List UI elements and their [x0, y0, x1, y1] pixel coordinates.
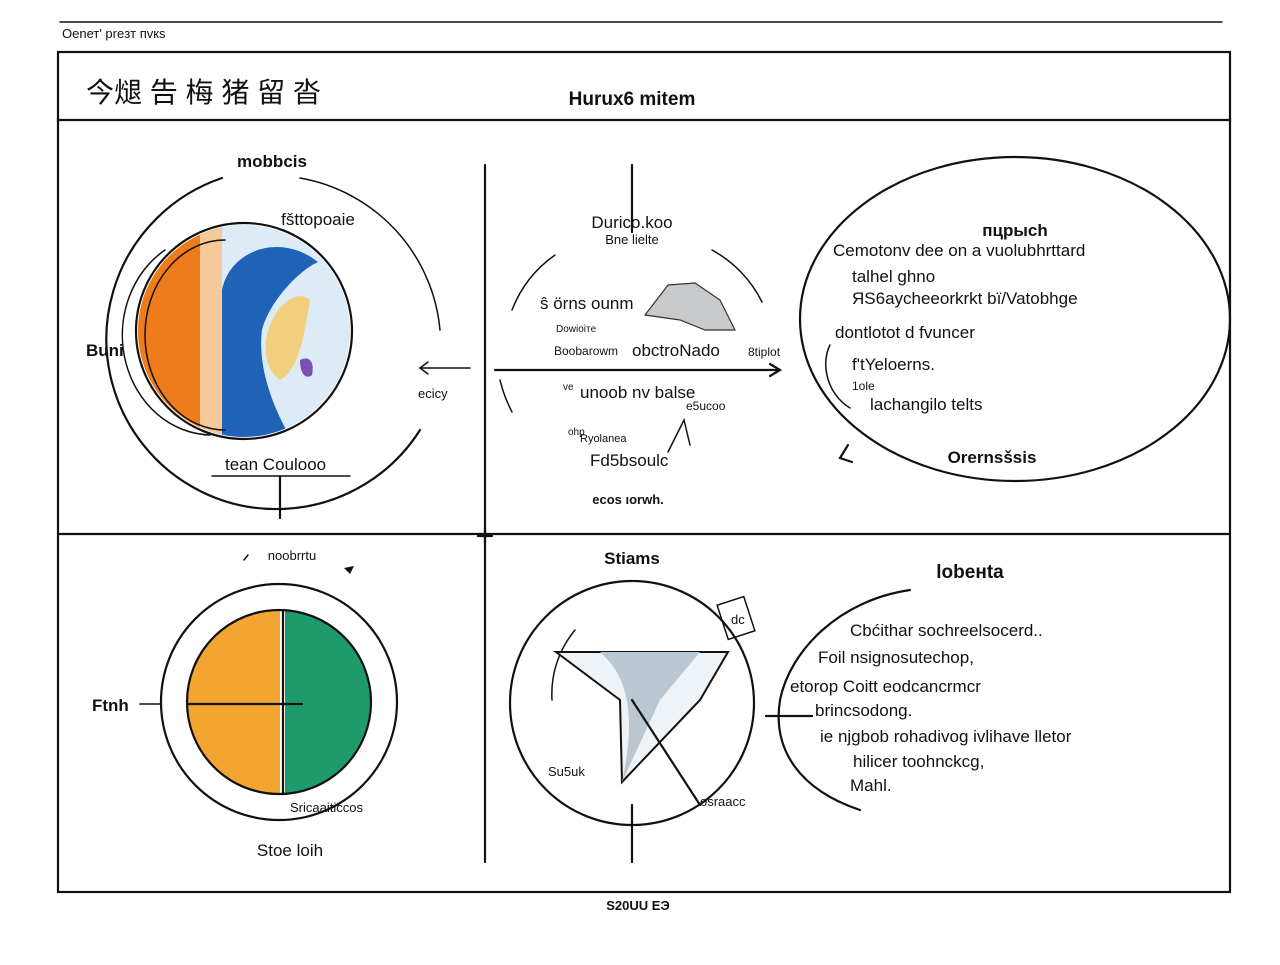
q1-outer-arc-right	[299, 177, 441, 331]
quadrant-1: mobbcis fšttopoaie Buni ecicy tean Coulo…	[86, 152, 471, 520]
q6-left-arc	[777, 588, 912, 812]
q1-purple-spot	[300, 358, 313, 377]
q4-label-left: Ftnh	[92, 696, 129, 715]
q5-label-tag: dc	[731, 612, 745, 627]
q1-label-left: Buni	[86, 341, 124, 360]
q2-axis-arrowhead	[768, 362, 783, 378]
q3-line-5: f'tYeloerns.	[852, 355, 935, 374]
q2-mountain-sketch	[643, 282, 736, 331]
q3-line-3: ЯS6aycheeorkrkt bï/Vatobhge	[852, 289, 1078, 308]
q1-blue-fill	[222, 247, 318, 437]
q6-line-7: Mahl.	[850, 776, 892, 795]
q2-label-1: ŝ örns ounm	[540, 294, 634, 313]
q6-heading: lobeнta	[936, 562, 1004, 583]
q2-label-6: ve	[563, 382, 574, 393]
q4-label-bottom: Sricaaiticcos	[290, 800, 363, 815]
q5-pointer-line	[630, 698, 702, 807]
top-caption: Оenет' рreзт пvкs	[62, 26, 166, 41]
q2-label-axis: obctroNado	[632, 341, 720, 360]
q5-label-left: Su5uk	[548, 764, 585, 779]
q1-inner-circle	[134, 221, 354, 441]
q2-arc-left-bottom	[499, 379, 513, 413]
quadrant-4: noobrrtu Ftnh Sricaaiticcos Stoe loih	[92, 548, 399, 860]
center-cross-marker	[476, 527, 494, 545]
q2-label-3: unoob nv balse	[580, 383, 695, 402]
q2-peak-sketch	[667, 417, 691, 453]
q6-line-1: Cbćithar sochreelsocerd..	[850, 621, 1043, 640]
q1-arrow-right	[418, 361, 471, 375]
q2-arc-right-top	[711, 249, 763, 303]
q2-label-2b: Boobarowm	[554, 344, 618, 358]
q3-footer: Orernsšsis	[948, 448, 1037, 467]
quadrant-3: пцрысh Cemotonv dee on a vuolubhrttard t…	[798, 155, 1232, 483]
q3-line-4: dontlotot d fvuncer	[835, 323, 975, 342]
q2-label-3b: e5ucoo	[686, 399, 726, 413]
q1-label-bottom: tean Coulooo	[225, 455, 326, 474]
q3-arrow-hook	[838, 443, 854, 464]
q2-label-4a: ohp	[568, 427, 585, 438]
q4-heading-tick	[243, 554, 249, 561]
q6-line-4: brincsodong.	[815, 701, 912, 720]
q1-label-top: fšttopoaie	[281, 210, 355, 229]
q3-line-6: 1ole	[852, 379, 875, 393]
q3-heading: пцрысh	[982, 221, 1047, 240]
q6-line-2: Foil nsignosutechop,	[818, 648, 974, 667]
q2-heading: Durico.koo	[591, 213, 672, 232]
q2-label-5: ecos ıorwh.	[592, 492, 664, 507]
q3-line-7: lachangilo telts	[870, 395, 982, 414]
title-center: Hurux6 mitem	[569, 89, 696, 110]
q5-label-right: osraacc	[700, 794, 746, 809]
q2-label-4c: Fd5bsoulc	[590, 451, 669, 470]
q5-funnel-shade	[600, 652, 700, 782]
q3-bracket	[825, 344, 851, 409]
q1-heading: mobbcis	[237, 152, 307, 171]
q1-sand-fill	[265, 296, 310, 380]
quadrant-5: Stiams dc Su5uk osraacc	[508, 549, 756, 864]
q6-line-5: ie njgbob rohadivog ivlihave lletor	[820, 727, 1072, 746]
q1-label-right: ecicy	[418, 386, 448, 401]
q3-outer-ellipse	[798, 155, 1232, 483]
q4-orange-fill	[187, 610, 280, 794]
q5-tag-box	[716, 595, 756, 641]
q2-arc-left-top	[511, 254, 556, 311]
q4-inner-circle	[185, 608, 373, 796]
q1-contour-1	[121, 249, 211, 436]
q2-label-2a: Dowioiтe	[556, 324, 597, 335]
quadrant-6: lobeнta Cbćithar sochreelsocerd.. Foil n…	[764, 562, 1072, 812]
doc-footer: S20UU ЕЭ	[606, 898, 669, 913]
q5-inner-arc	[551, 629, 576, 701]
q2-label-axis-right: 8tiplot	[748, 345, 781, 359]
q3-line-2: talhel ghno	[852, 267, 935, 286]
q5-heading: Stiams	[604, 549, 660, 568]
q6-line-3: etorop Coitt eodcancrmcr	[790, 677, 981, 696]
q3-line-1: Cemotonv dee on a vuolubhrttard	[833, 241, 1085, 260]
outer-frame	[56, 50, 1232, 894]
q6-line-6: hilicer toohnckcg,	[853, 752, 984, 771]
q1-peach-fill	[200, 225, 222, 437]
title-cjk: 今煺 告 梅 猪 留 沓	[86, 77, 321, 108]
q1-contour-2	[144, 239, 226, 431]
q1-outer-arc	[105, 176, 422, 511]
q4-heading-arrow	[344, 566, 354, 574]
quadrant-2: Durico.koo Bne lielte ŝ örns ounm Dowioi…	[493, 163, 783, 507]
q2-subheading: Bne lielte	[605, 232, 658, 247]
q2-label-4b: Ryolanea	[580, 433, 627, 445]
q4-heading: noobrrtu	[268, 548, 316, 563]
q4-outer-circle	[159, 582, 399, 822]
q4-caption: Stoe loih	[257, 841, 323, 860]
